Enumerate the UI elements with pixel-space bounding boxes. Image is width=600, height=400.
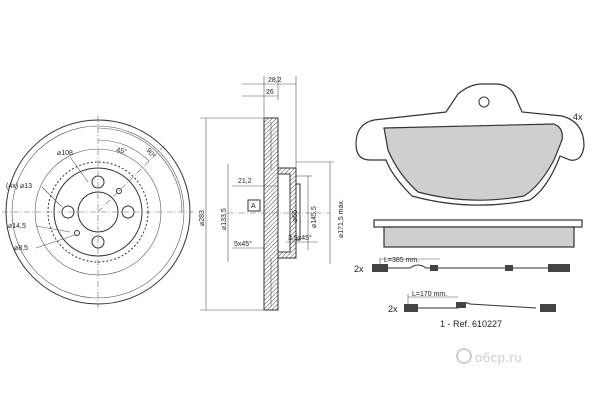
section-hub-face xyxy=(296,183,301,241)
dim-d283: ⌀283 xyxy=(199,210,206,226)
dim-d145: ⌀14,5 xyxy=(8,223,26,230)
sensor1-clip xyxy=(430,265,438,271)
dim-d1455: ⌀145,5 xyxy=(311,206,318,228)
locating-hole xyxy=(116,188,122,194)
dim-angle-45: 45° xyxy=(116,146,128,156)
brake-disc-section-view: 28,2 26 21,2 ⌀283 ⌀133,5 ⌀66 ⌀145,5 ⌀171… xyxy=(199,76,345,311)
plate-hole xyxy=(478,96,490,108)
sensor1-clip xyxy=(505,265,513,271)
brake-pad-side-view xyxy=(373,219,583,248)
sensor1-qty: 2x xyxy=(354,264,364,274)
dim-w212: 21,2 xyxy=(238,178,252,185)
sensor2-plug xyxy=(404,304,418,312)
datum-label: A xyxy=(251,203,256,210)
datum-box xyxy=(247,199,261,212)
dim-w26: 26 xyxy=(266,89,274,96)
part-reference: 1 - Ref. 610227 xyxy=(440,319,502,329)
angle-arc-45 xyxy=(97,139,150,162)
sensor2-length: L=170 mm. xyxy=(412,291,447,298)
angle-arc-90 xyxy=(97,127,183,213)
dim-holes: (4x) ⌀13 xyxy=(6,183,32,190)
dim-chamfer1: 5x45° xyxy=(234,240,252,248)
locating-hole xyxy=(74,230,80,236)
leader-line xyxy=(35,225,71,233)
dim-chamfer2: 3,5x45° xyxy=(288,234,312,242)
watermark-logo: oбcp.ru xyxy=(456,348,522,365)
leader-line xyxy=(41,186,63,208)
dim-d66: ⌀66 xyxy=(292,210,299,222)
dim-angle-90: 90° xyxy=(144,147,157,160)
logo-icon xyxy=(456,348,472,364)
watermark-text: oбcp.ru xyxy=(475,350,523,365)
sensor1-probe xyxy=(548,264,570,272)
sensor1-wire xyxy=(388,264,520,269)
dim-w282: 28,2 xyxy=(268,77,282,84)
pad-qty: 4x xyxy=(573,112,583,122)
sensor2-clip xyxy=(456,302,466,308)
dim-d108: ⌀108 xyxy=(57,150,73,157)
pad-friction-material xyxy=(383,123,563,201)
dim-d1715: ⌀171,5 max. xyxy=(338,199,345,238)
dim-d85: ⌀8,5 xyxy=(14,245,28,252)
center-line-diagonal xyxy=(97,144,166,213)
sensor1-length: L=385 mm. xyxy=(384,257,419,264)
leader-line xyxy=(69,156,89,183)
wear-sensor-short: 2x L=170 mm. xyxy=(388,291,556,314)
dim-d1335: ⌀133,5 xyxy=(221,208,228,230)
sensor2-probe xyxy=(540,304,556,312)
sensor2-qty: 2x xyxy=(388,304,398,314)
leader-line xyxy=(35,234,76,249)
brake-disc-front-view: ⌀108 (4x) ⌀13 ⌀14,5 ⌀8,5 45° 90° xyxy=(2,116,194,308)
brake-pad-front-view: 4x xyxy=(355,83,585,206)
pad-side-friction xyxy=(383,226,575,248)
section-disc-ring xyxy=(263,117,279,311)
sensor1-plug xyxy=(372,264,388,272)
section-disc-hat xyxy=(277,167,297,259)
wear-sensor-long: 2x L=385 mm. xyxy=(354,257,570,274)
sensor2-wire xyxy=(418,302,537,309)
pad-side-plate xyxy=(373,219,583,228)
